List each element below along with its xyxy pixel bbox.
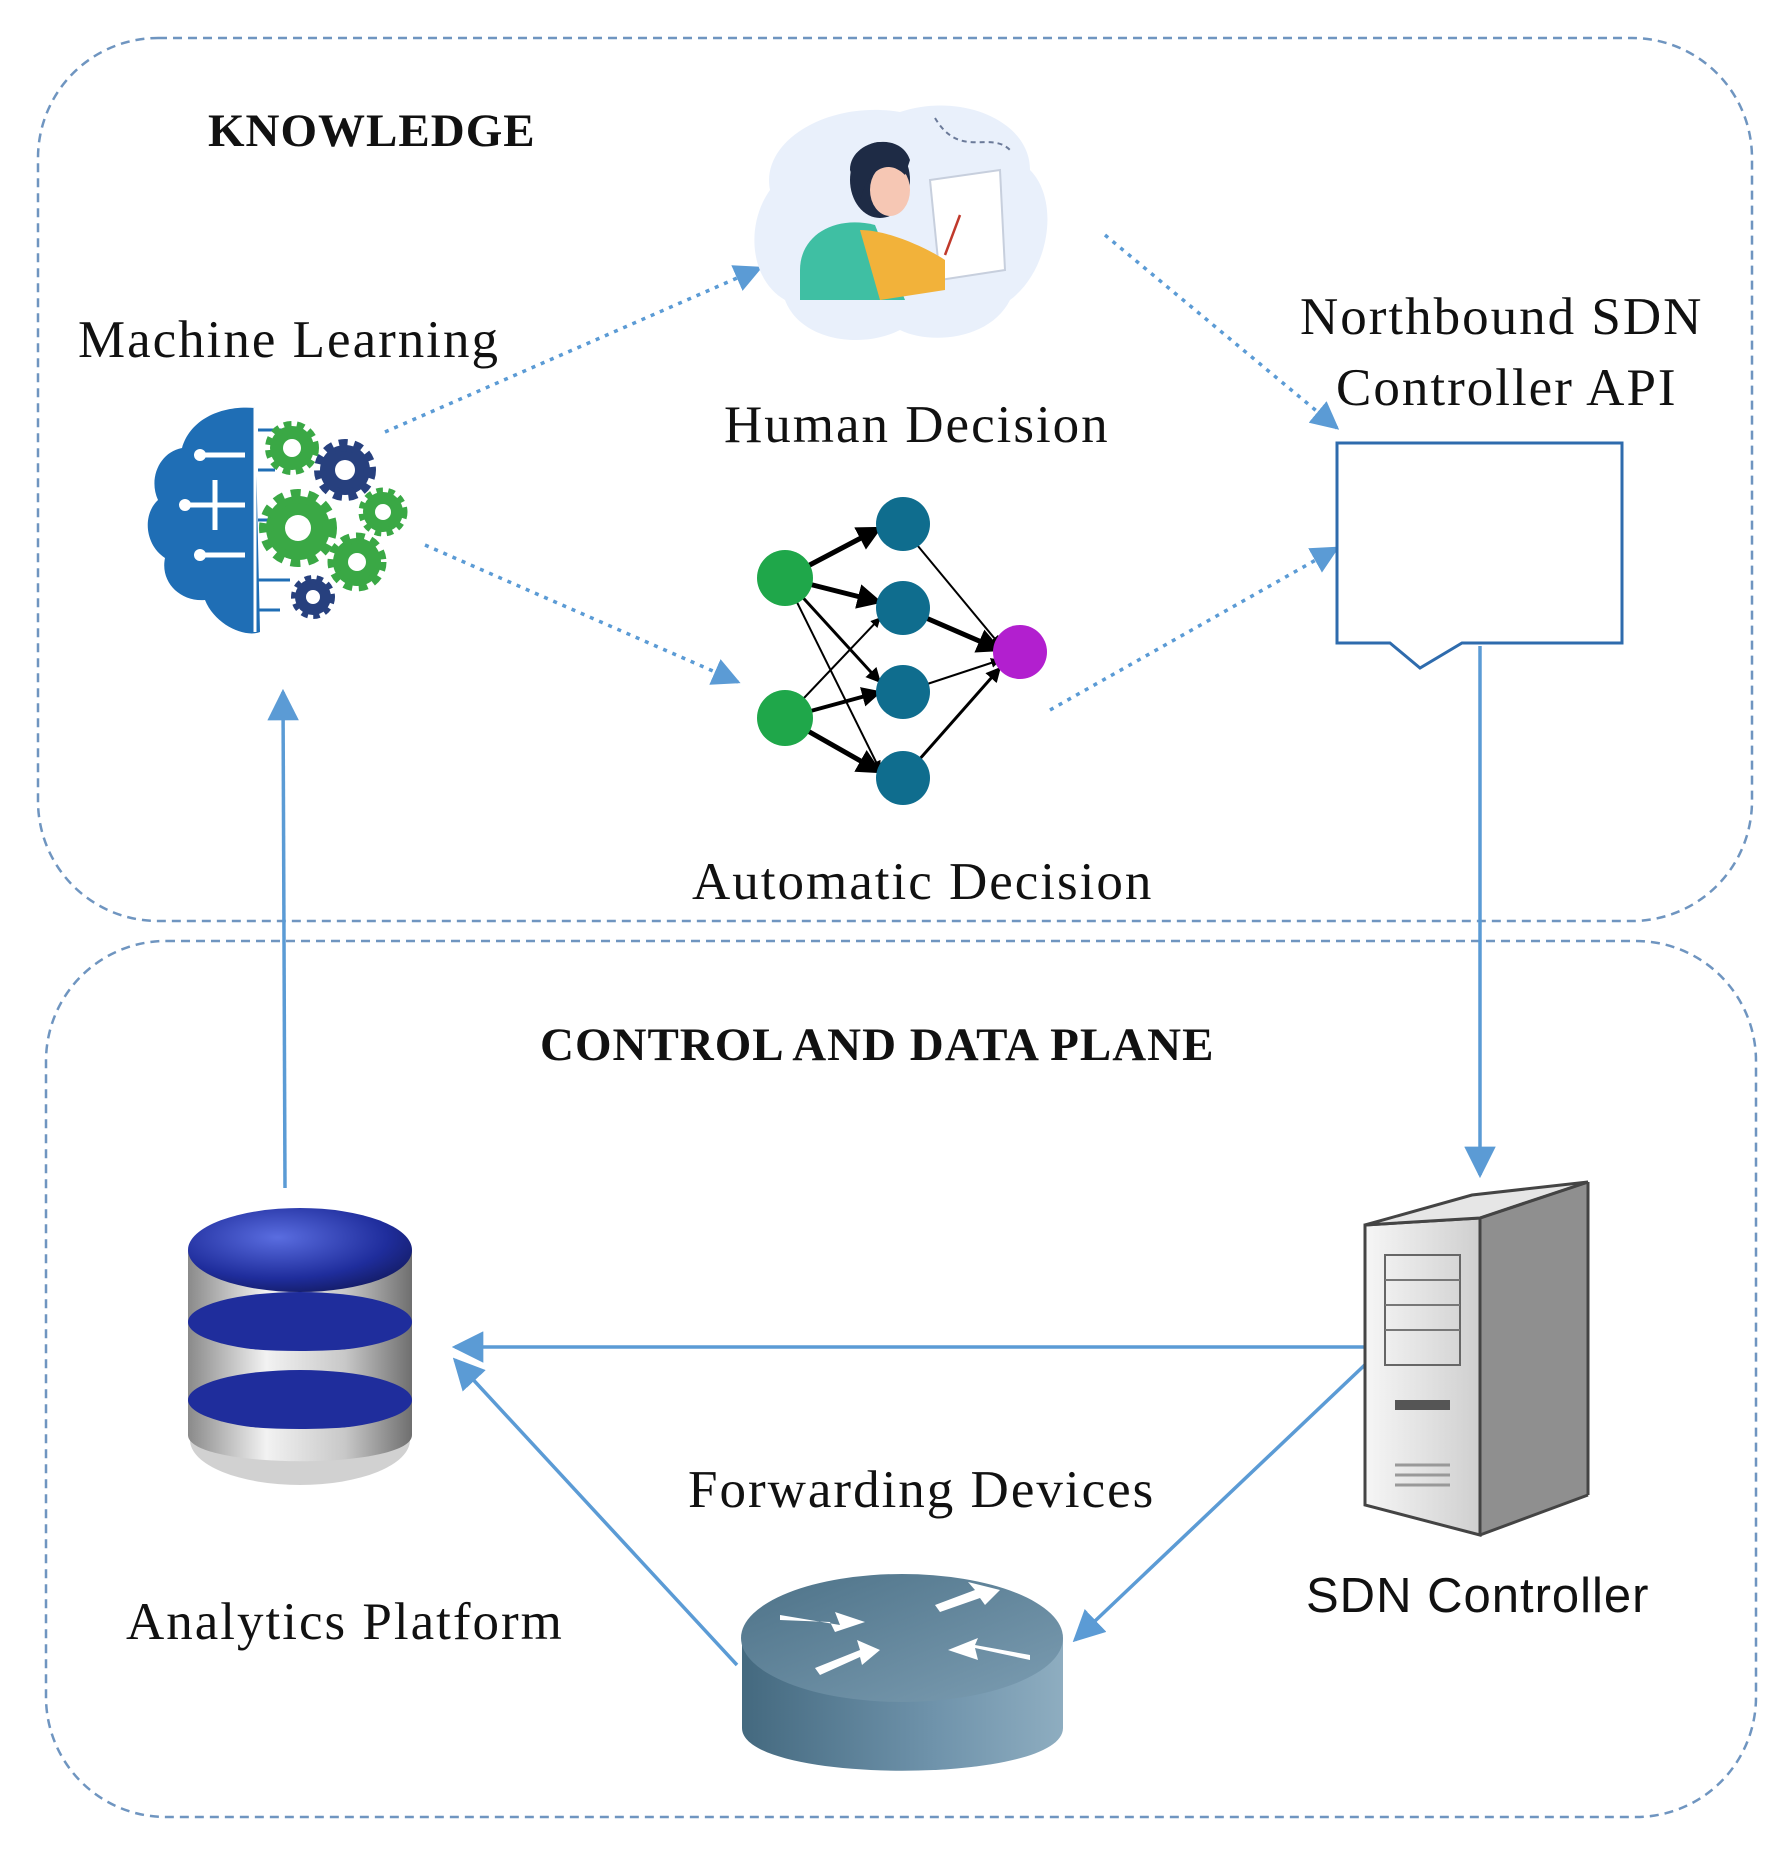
- person-writing-icon: [754, 105, 1048, 341]
- database-icon: [188, 1208, 412, 1485]
- knowledge-region: [36, 36, 1754, 923]
- northbound-api-label-line1: Northbound SDN: [1300, 288, 1704, 346]
- northbound-api-label-line2: Controller API: [1336, 359, 1678, 417]
- arrow-ml-to-human: [384, 265, 763, 434]
- arrow-controller-to-router: [1072, 1358, 1372, 1643]
- arrow-analytics-to-ml: [267, 688, 299, 1189]
- arrow-automatic-to-api: [1049, 546, 1340, 712]
- callout-box-icon: [1335, 441, 1624, 670]
- router-icon: [741, 1574, 1063, 1771]
- server-tower-icon: [1363, 1180, 1590, 1537]
- arrow-human-to-api: [1103, 233, 1340, 430]
- automatic-decision-label: Automatic Decision: [692, 853, 1154, 911]
- arrow-ml-to-automatic: [424, 543, 741, 685]
- sdn-controller-label: SDN Controller: [1306, 1569, 1650, 1623]
- neural-network-icon: [757, 497, 1047, 805]
- forwarding-devices-label: Forwarding Devices: [688, 1461, 1156, 1519]
- machine-learning-label: Machine Learning: [78, 311, 500, 369]
- knowledge-title: KNOWLEDGE: [208, 105, 536, 157]
- control-data-plane-title: CONTROL AND DATA PLANE: [540, 1019, 1215, 1071]
- control-data-plane-region: [44, 939, 1758, 1819]
- human-decision-label: Human Decision: [724, 396, 1110, 454]
- ml-brain-gears-icon: [147, 407, 408, 634]
- analytics-platform-label: Analytics Platform: [126, 1593, 564, 1651]
- arrow-router-to-analytics: [452, 1357, 739, 1667]
